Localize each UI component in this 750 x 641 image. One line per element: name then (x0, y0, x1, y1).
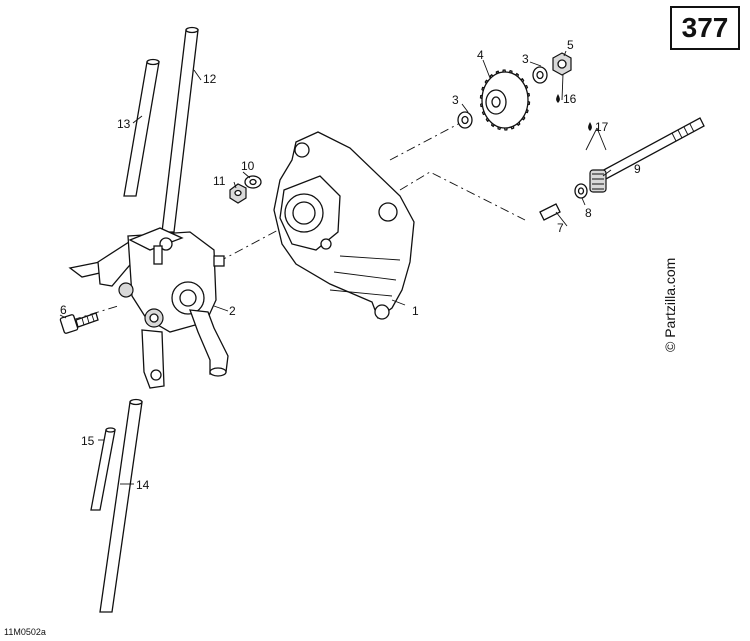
callout-9: 9 (634, 162, 641, 176)
page-number: 377 (681, 12, 729, 43)
gear-part-4[interactable] (479, 69, 531, 131)
callout-6: 6 (60, 303, 67, 317)
callout-11: 11 (213, 174, 226, 188)
screw-part-6[interactable] (59, 312, 99, 334)
shaft-part-9[interactable] (589, 117, 705, 193)
washer-part-3b[interactable] (532, 66, 548, 84)
oil-drop-icon (588, 122, 592, 131)
callout-12: 12 (203, 72, 217, 86)
callout-14: 14 (136, 478, 150, 492)
tube-part-14[interactable] (99, 398, 143, 613)
callout-3b: 3 (522, 52, 529, 66)
washer-part-10[interactable] (244, 175, 262, 189)
pin-part-7[interactable] (539, 203, 561, 221)
callout-16: 16 (563, 92, 577, 106)
nut-part-11[interactable] (229, 183, 247, 204)
oil-drop-icon (556, 94, 560, 103)
figure-code: 11M0502a (4, 627, 46, 637)
callout-8: 8 (585, 206, 592, 220)
oil-pump-part-2[interactable] (68, 227, 229, 389)
tube-part-13[interactable] (123, 58, 160, 197)
callout-7: 7 (557, 221, 564, 235)
leader-lines (59, 50, 612, 485)
watermark-text: © Partzilla.com (662, 257, 678, 352)
cover-part-1[interactable] (273, 131, 415, 320)
callout-4: 4 (477, 48, 484, 62)
callout-2: 2 (229, 304, 236, 318)
callout-3a: 3 (452, 93, 459, 107)
tube-part-15[interactable] (90, 427, 116, 511)
page-number-box: 377 (670, 6, 740, 50)
nut-part-5[interactable] (552, 52, 572, 76)
callout-17: 17 (595, 120, 609, 134)
washer-part-8[interactable] (574, 183, 588, 199)
washer-part-3a[interactable] (457, 111, 473, 129)
callout-10: 10 (241, 159, 255, 173)
callout-1: 1 (412, 304, 419, 318)
callout-13: 13 (117, 117, 131, 131)
tube-part-12[interactable] (161, 26, 199, 233)
callout-15: 15 (81, 434, 95, 448)
callout-5: 5 (567, 38, 574, 52)
